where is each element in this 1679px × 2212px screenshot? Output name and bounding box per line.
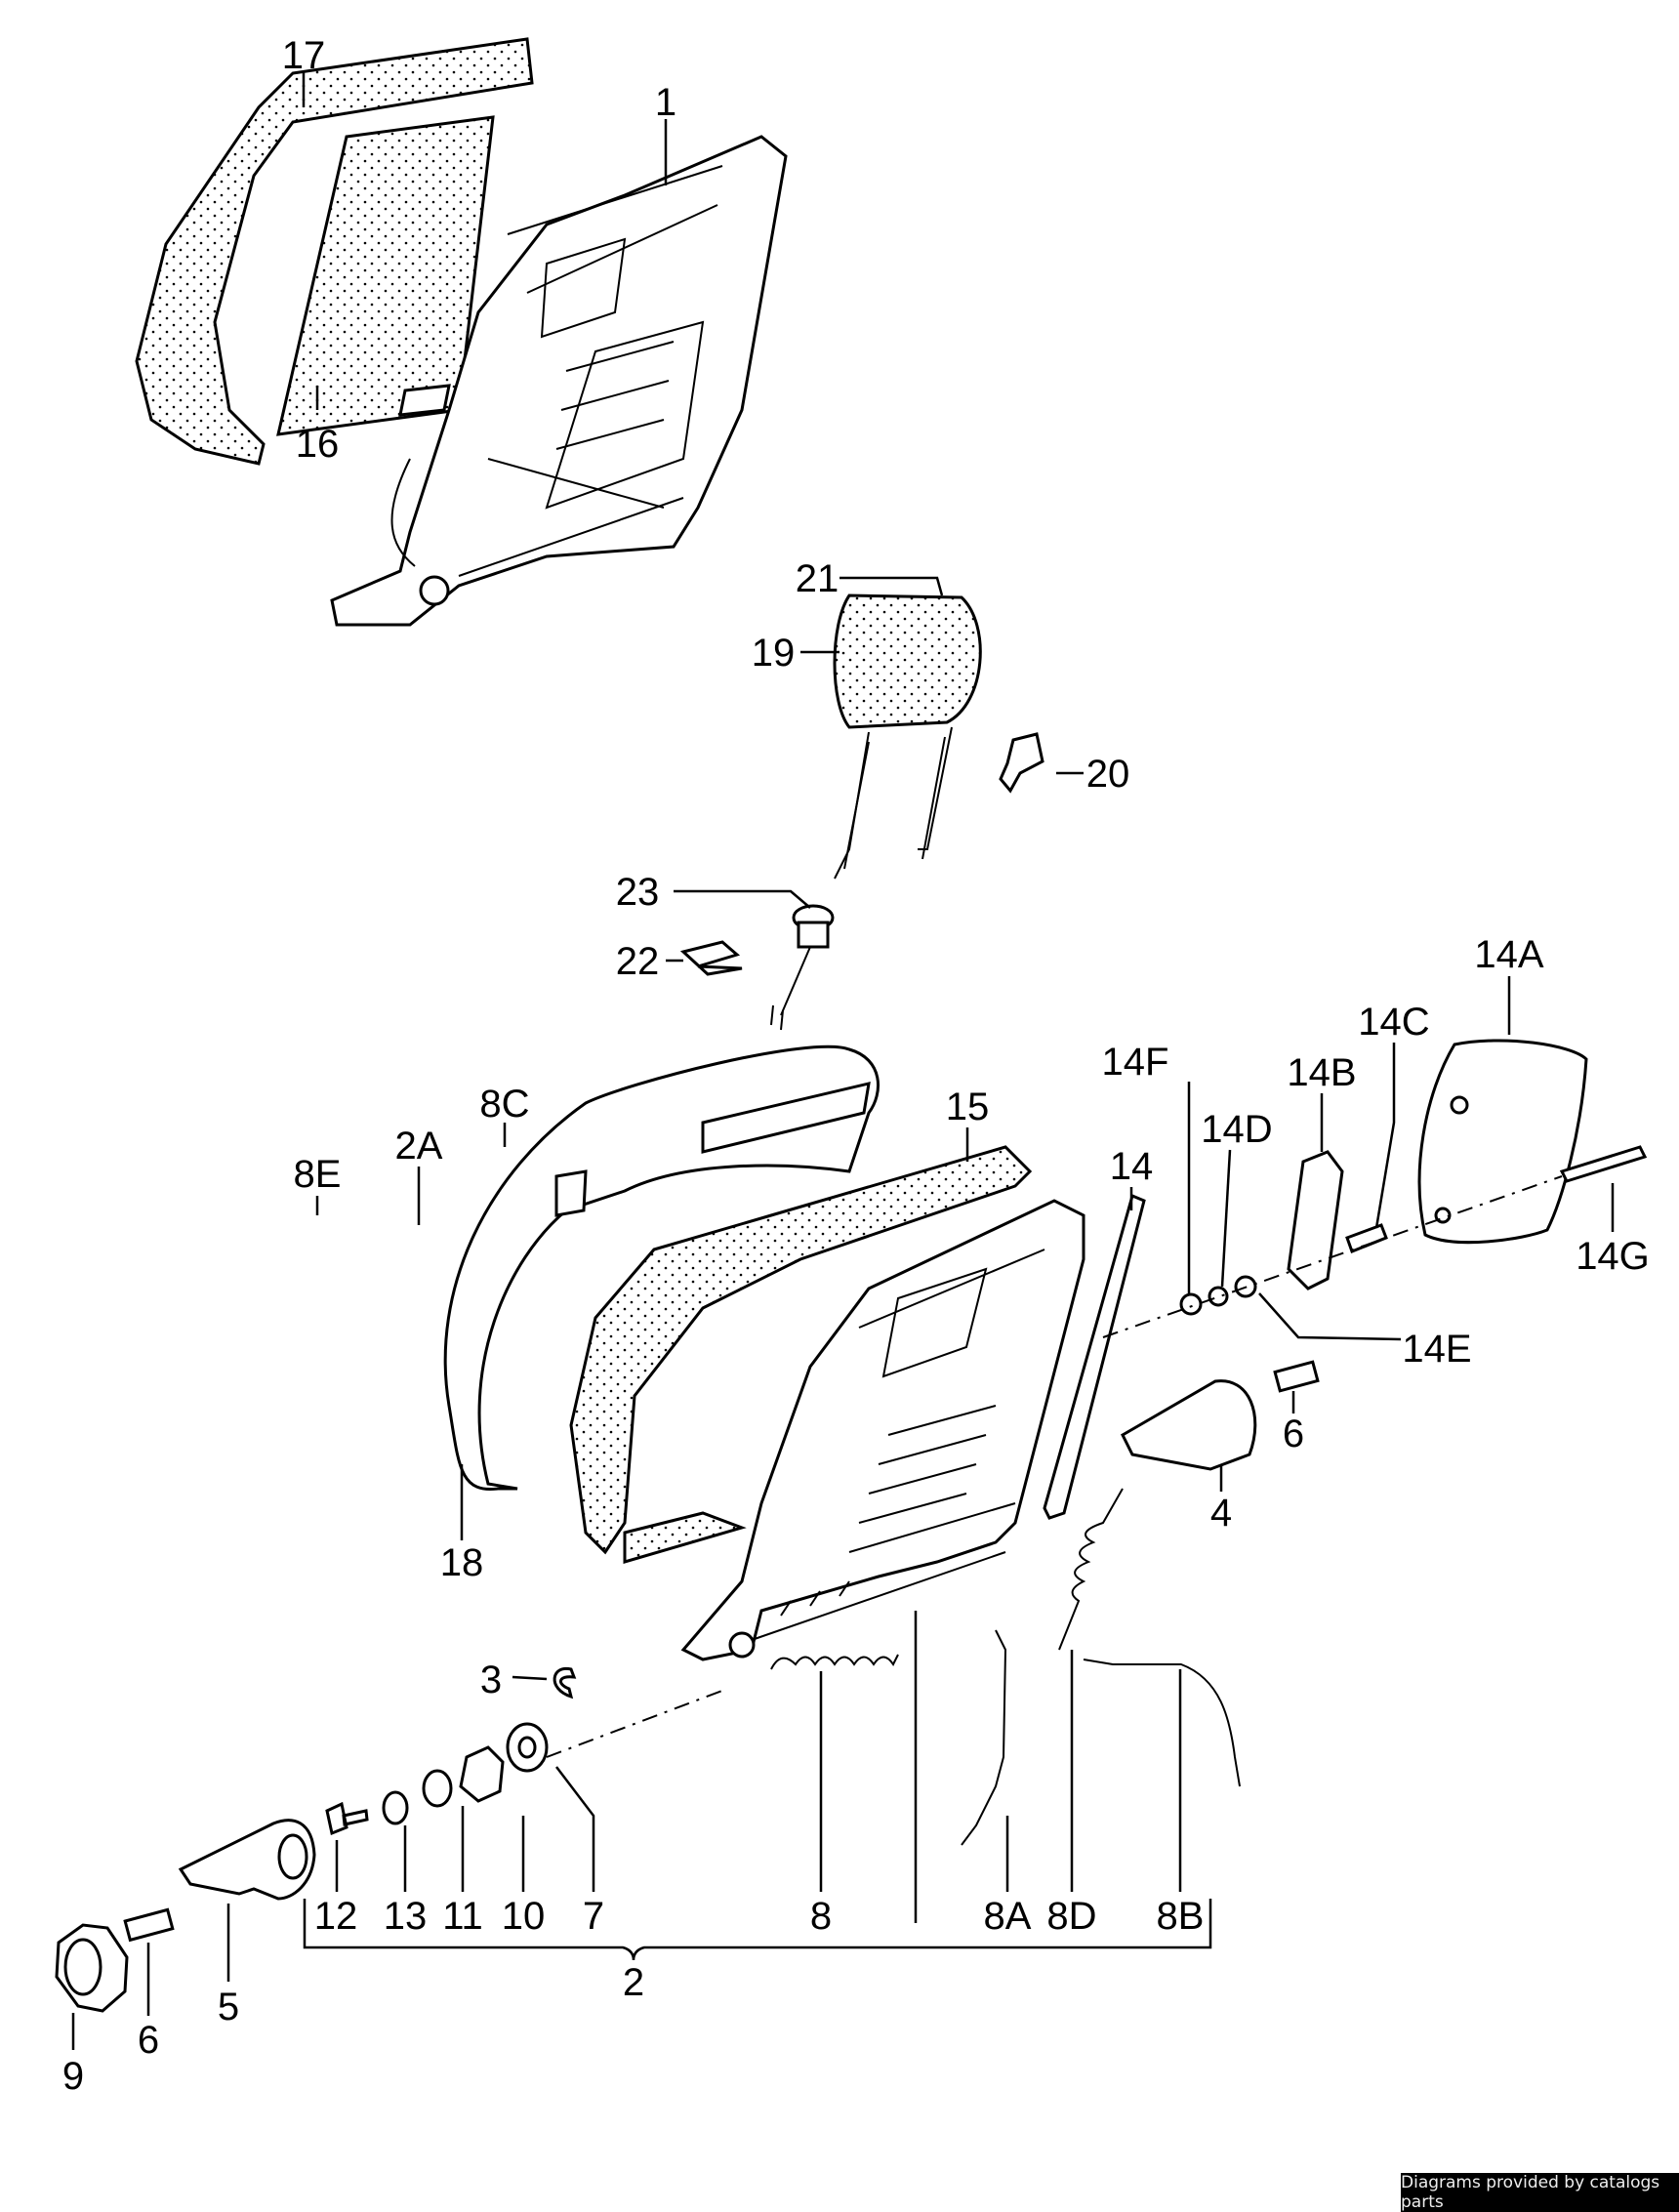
label-7: 7 [583,1895,604,1938]
part-labels: 17 1 16 21 19 20 23 22 14A 14C 14F 14B 1… [62,34,1650,2098]
bolt-14C [1345,1223,1388,1253]
side-cover-14A [1417,1039,1588,1245]
label-8C: 8C [479,1083,529,1126]
backrest-frame-1 [330,135,788,627]
label-17: 17 [282,34,326,77]
label-2A: 2A [395,1125,443,1167]
guide-sleeve-23 [770,904,835,1031]
headrest-guide-20 [999,732,1044,794]
trim-strip-14 [1043,1193,1146,1520]
label-15: 15 [946,1086,990,1128]
label-14D: 14D [1201,1108,1272,1151]
backrest-foam-pad-17 [135,37,534,466]
spring-8D [1058,1488,1124,1651]
label-8D: 8D [1046,1895,1096,1938]
label-5: 5 [218,1986,239,2028]
label-21: 21 [796,557,840,600]
clip-3 [553,1666,577,1700]
label-23: 23 [616,871,660,914]
label-14F: 14F [1102,1041,1169,1084]
hinge-plate-14B [1287,1150,1344,1290]
label-4: 4 [1210,1492,1232,1535]
label-6-left: 6 [138,2019,159,2062]
leader-lines [71,73,1615,2050]
label-14G: 14G [1576,1235,1650,1278]
label-14E: 14E [1402,1328,1471,1371]
spring-clip-22 [679,940,743,976]
pin-6-left [123,1907,175,1943]
headrest-19 [833,594,982,880]
lever-5 [178,1819,316,1901]
label-9: 9 [62,2055,84,2098]
washer-11 [422,1769,453,1808]
label-19: 19 [752,632,796,675]
label-8: 8 [810,1895,832,1938]
label-13: 13 [384,1895,428,1938]
label-20: 20 [1086,753,1130,796]
backrest-foam-15 [569,1145,1033,1564]
ratchet-10 [459,1745,505,1803]
label-1: 1 [655,81,676,124]
pin-6-right [1273,1360,1320,1393]
label-14: 14 [1110,1145,1154,1188]
label-8B: 8B [1157,1895,1205,1938]
label-14B: 14B [1287,1051,1356,1094]
label-16: 16 [296,423,340,466]
bracket-4 [1121,1379,1257,1471]
label-12: 12 [314,1895,358,1938]
label-8E: 8E [294,1153,342,1196]
label-10: 10 [502,1895,546,1938]
label-2: 2 [623,1961,644,2004]
nut-14F [1179,1292,1203,1316]
label-14C: 14C [1358,1001,1429,1044]
label-18: 18 [440,1541,484,1584]
lock-washer-13 [382,1790,409,1825]
label-6-right: 6 [1283,1413,1304,1455]
cable-8A [961,1629,1007,1846]
label-22: 22 [616,940,660,983]
credit-banner: Diagrams provided by catalogs parts [1401,2173,1679,2212]
label-8A: 8A [984,1895,1032,1938]
label-14A: 14A [1474,933,1543,976]
backrest-frame-lower [680,1199,1085,1661]
bolt-12 [325,1801,369,1836]
backrest-cover-18 [443,1045,880,1492]
spring-8 [770,1654,899,1670]
label-3: 3 [480,1659,502,1701]
cable-8B [1083,1659,1241,1787]
credit-text: Diagrams provided by catalogs parts [1401,2173,1660,2212]
label-11: 11 [442,1895,483,1938]
bolt-14G [1559,1145,1648,1183]
washer-14D [1208,1286,1229,1307]
